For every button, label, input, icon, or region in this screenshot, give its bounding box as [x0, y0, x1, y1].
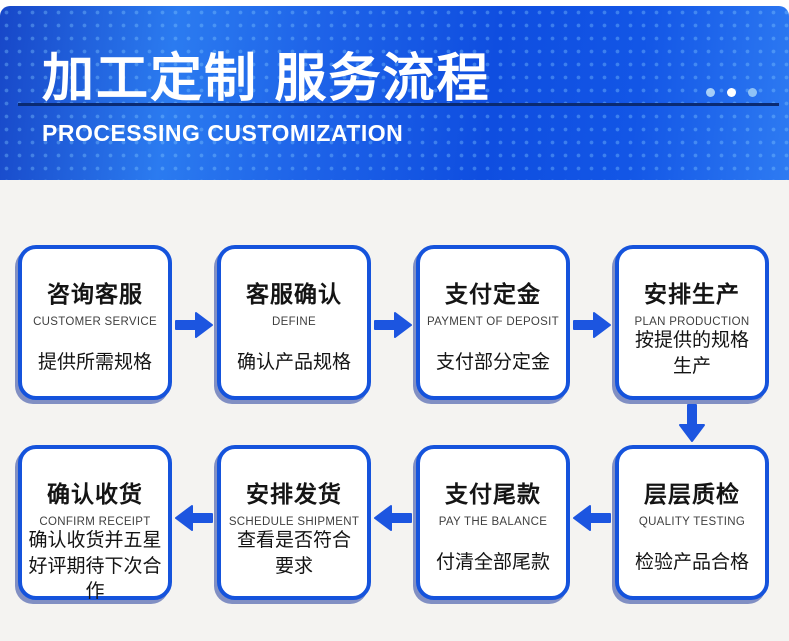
- arrow-left-icon: [174, 502, 214, 534]
- arrow-down-icon: [676, 403, 708, 443]
- step-title: 支付尾款: [445, 481, 541, 507]
- step-subtitle-en: CUSTOMER SERVICE: [33, 316, 157, 328]
- arrow-right-icon: [572, 309, 612, 341]
- step-description: 付清全部尾款: [435, 552, 550, 574]
- step-title: 层层质检: [644, 481, 740, 507]
- step-box-pay-deposit: 支付定金 PAYMENT OF DEPOSIT 支付部分定金: [416, 245, 570, 400]
- step-subtitle-en: QUALITY TESTING: [638, 516, 746, 528]
- step-title: 支付定金: [445, 281, 541, 307]
- step-description: 查看是否符合 要求: [236, 530, 351, 577]
- step-subtitle-en: PAYMENT OF DEPOSIT: [427, 316, 559, 328]
- arrow-right-icon: [373, 309, 413, 341]
- step-description: 检验产品合格: [634, 552, 749, 574]
- step-subtitle-en: CONFIRM RECEIPT: [39, 516, 151, 528]
- step-subtitle-en: SCHEDULE SHIPMENT: [228, 516, 360, 528]
- step-title: 咨询客服: [47, 281, 143, 307]
- step-description: 确认收货并五星 好评期待下次合作: [28, 530, 162, 603]
- step-title: 确认收货: [47, 481, 143, 507]
- step-description: 支付部分定金: [435, 352, 550, 374]
- step-title: 安排生产: [644, 281, 740, 307]
- step-box-plan-production: 安排生产 PLAN PRODUCTION 按提供的规格 生产: [615, 245, 769, 400]
- step-description: 按提供的规格 生产: [634, 330, 749, 377]
- step-subtitle-en: DEFINE: [272, 316, 316, 328]
- step-box-pay-balance: 支付尾款 PAY THE BALANCE 付清全部尾款: [416, 445, 570, 600]
- dots-decoration: [706, 88, 757, 97]
- divider-line: [18, 103, 779, 106]
- step-box-service-confirm: 客服确认 DEFINE 确认产品规格: [217, 245, 371, 400]
- step-title: 客服确认: [246, 281, 342, 307]
- page-subtitle: PROCESSING CUSTOMIZATION: [42, 120, 404, 146]
- step-box-consult-service: 咨询客服 CUSTOMER SERVICE 提供所需规格: [18, 245, 172, 400]
- page-title: 加工定制 服务流程: [42, 50, 491, 108]
- step-description: 确认产品规格: [236, 352, 351, 374]
- step-box-confirm-receipt: 确认收货 CONFIRM RECEIPT 确认收货并五星 好评期待下次合作: [18, 445, 172, 602]
- step-box-quality-testing: 层层质检 QUALITY TESTING 检验产品合格: [615, 445, 769, 600]
- step-subtitle-en: PLAN PRODUCTION: [634, 316, 750, 328]
- step-title: 安排发货: [246, 481, 342, 507]
- arrow-right-icon: [174, 309, 214, 341]
- dot-icon: [748, 88, 757, 97]
- arrow-left-icon: [373, 502, 413, 534]
- dot-icon: [727, 88, 736, 97]
- dot-icon: [706, 88, 715, 97]
- step-description: 提供所需规格: [37, 352, 152, 374]
- step-subtitle-en: PAY THE BALANCE: [438, 516, 548, 528]
- step-box-schedule-shipment: 安排发货 SCHEDULE SHIPMENT 查看是否符合 要求: [217, 445, 371, 600]
- header-banner: 加工定制 服务流程 PROCESSING CUSTOMIZATION: [0, 6, 789, 180]
- arrow-left-icon: [572, 502, 612, 534]
